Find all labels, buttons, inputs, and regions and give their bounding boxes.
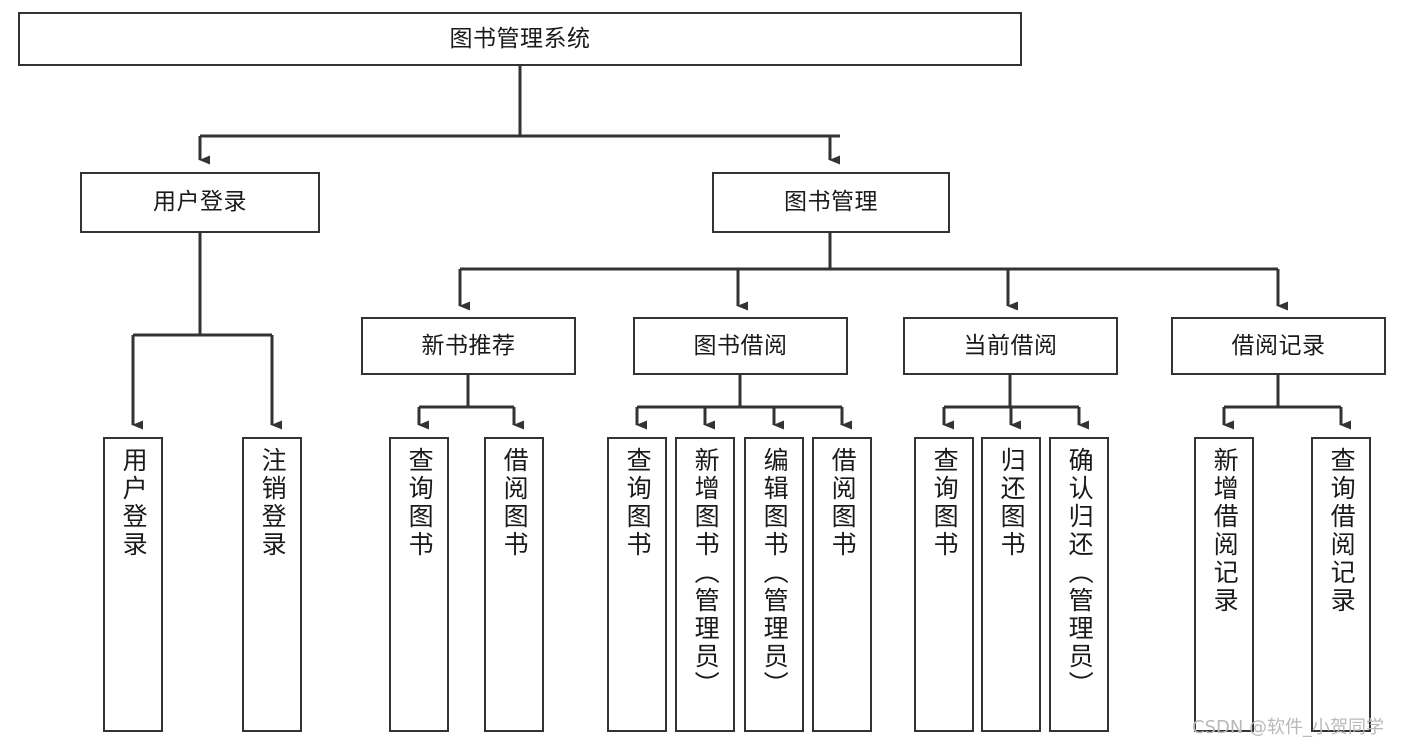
leaf-add-book-admin[interactable]: 新增图书（管理员） — [675, 437, 735, 732]
leaf-query-books-borrow[interactable]: 查询图书 — [607, 437, 667, 732]
leaf-query-borrow-record[interactable]: 查询借阅记录 — [1311, 437, 1371, 732]
node-label: 借阅图书 — [828, 447, 858, 559]
node-label: 新增图书（管理员） — [691, 447, 721, 699]
leaf-query-books-recommend[interactable]: 查询图书 — [389, 437, 449, 732]
node-book-management[interactable]: 图书管理 — [712, 172, 950, 233]
node-label: 确认归还（管理员） — [1065, 447, 1095, 699]
node-label: 图书借阅 — [693, 332, 788, 359]
node-label: 借阅记录 — [1231, 332, 1326, 359]
node-label: 新书推荐 — [421, 332, 516, 359]
node-label: 图书管理 — [784, 189, 878, 216]
leaf-borrow-books-recommend[interactable]: 借阅图书 — [484, 437, 544, 732]
node-new-book-recommend[interactable]: 新书推荐 — [361, 317, 576, 375]
node-borrow-record[interactable]: 借阅记录 — [1171, 317, 1386, 375]
node-label: 借阅图书 — [500, 447, 530, 559]
watermark-text: CSDN @软件_小贺同学 — [1192, 717, 1385, 738]
leaf-edit-book-admin[interactable]: 编辑图书（管理员） — [744, 437, 804, 732]
leaf-borrow-books[interactable]: 借阅图书 — [812, 437, 872, 732]
node-label: 图书管理系统 — [449, 25, 591, 52]
leaf-add-borrow-record[interactable]: 新增借阅记录 — [1194, 437, 1254, 732]
node-label: 用户登录 — [119, 447, 149, 559]
leaf-logout-login[interactable]: 注销登录 — [242, 437, 302, 732]
node-label: 查询图书 — [405, 447, 435, 559]
node-current-borrow[interactable]: 当前借阅 — [903, 317, 1118, 375]
node-label: 查询借阅记录 — [1327, 447, 1357, 615]
node-label: 查询图书 — [930, 447, 960, 559]
node-root-system[interactable]: 图书管理系统 — [18, 12, 1022, 66]
node-label: 查询图书 — [623, 447, 653, 559]
node-label: 新增借阅记录 — [1210, 447, 1240, 615]
leaf-query-books-current[interactable]: 查询图书 — [914, 437, 974, 732]
node-user-login[interactable]: 用户登录 — [80, 172, 320, 233]
node-label: 当前借阅 — [963, 332, 1058, 359]
node-label: 用户登录 — [153, 189, 247, 216]
node-label: 编辑图书（管理员） — [760, 447, 790, 699]
node-book-borrow[interactable]: 图书借阅 — [633, 317, 848, 375]
leaf-return-books[interactable]: 归还图书 — [981, 437, 1041, 732]
leaf-user-login[interactable]: 用户登录 — [103, 437, 163, 732]
leaf-confirm-return-admin[interactable]: 确认归还（管理员） — [1049, 437, 1109, 732]
node-label: 注销登录 — [258, 447, 288, 559]
node-label: 归还图书 — [997, 447, 1027, 559]
